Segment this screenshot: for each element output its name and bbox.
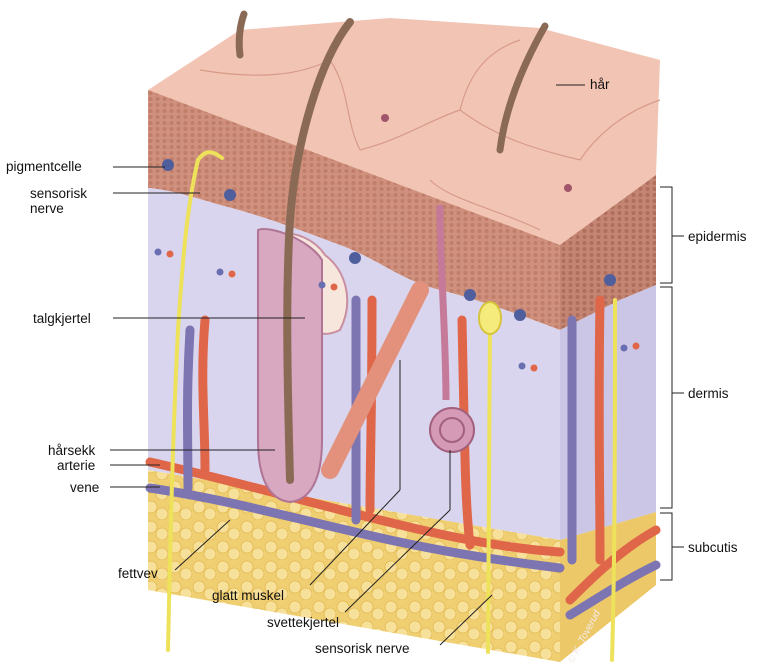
surface-pore — [564, 184, 572, 192]
label-pigment-cell: pigmentcelle — [6, 159, 82, 174]
surface-pore — [381, 114, 389, 122]
label-hair-follicle: hårsekk — [48, 443, 95, 458]
label-artery: arterie — [57, 458, 95, 473]
sweat-gland-coil — [430, 408, 474, 452]
label-sweat-gland: svettekjertel — [267, 615, 339, 630]
label-smooth-muscle: glatt muskel — [212, 588, 284, 603]
label-dermis: dermis — [688, 386, 729, 401]
label-hair: hår — [590, 77, 610, 92]
label-fat-tissue: fettvev — [118, 566, 158, 581]
label-epidermis: epidermis — [688, 229, 747, 244]
label-subcutis: subcutis — [688, 540, 738, 555]
label-sensory-nerve-bottom: sensorisk nerve — [315, 641, 410, 656]
nerve-ending — [479, 302, 501, 334]
label-vein: vene — [70, 480, 99, 495]
label-sebaceous-gland: talgkjertel — [33, 311, 91, 326]
label-sensory-nerve-top: sensorisk nerve — [30, 186, 87, 216]
layer-brackets — [660, 187, 684, 580]
